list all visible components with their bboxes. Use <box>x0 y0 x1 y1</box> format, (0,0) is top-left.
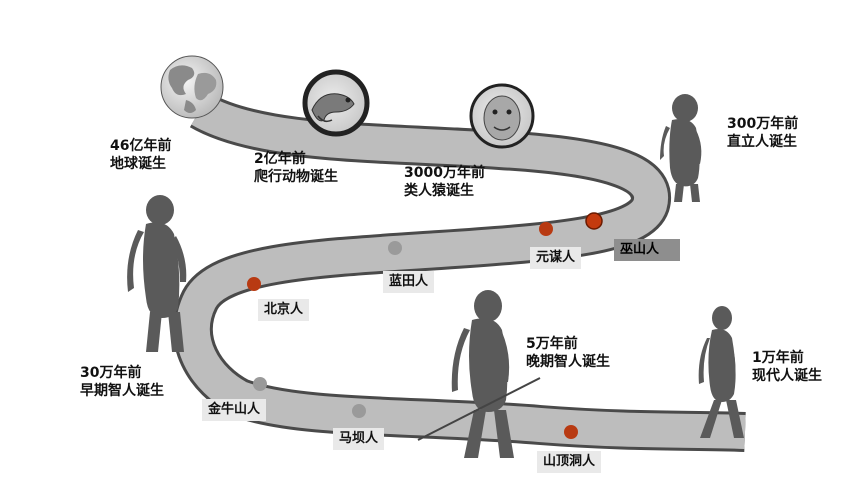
beijing-tag: 北京人 <box>258 299 310 321</box>
wushan-marker <box>585 212 603 230</box>
beijing-marker <box>247 277 261 291</box>
ape-event: 类人猿诞生 <box>404 183 474 199</box>
early-sapiens-label: 30万年前 早期智人诞生 <box>80 364 164 400</box>
earth-time: 46亿年前 <box>110 138 172 154</box>
shandingdong-tag: 山顶洞人 <box>537 451 602 473</box>
modern-time: 1万年前 <box>752 350 804 366</box>
late-sapiens-event: 晚期智人诞生 <box>526 354 610 370</box>
erectus-label: 300万年前 直立人诞生 <box>727 115 798 151</box>
wushan-tag: 巫山人 <box>614 239 680 261</box>
homo-erectus-figure <box>660 94 702 202</box>
late-sapiens-time: 5万年前 <box>526 336 578 352</box>
erectus-time: 300万年前 <box>727 116 799 132</box>
early-sapiens-event: 早期智人诞生 <box>80 383 164 399</box>
reptile-time: 2亿年前 <box>254 151 306 167</box>
globe-icon <box>160 55 224 119</box>
lantian-tag: 蓝田人 <box>383 271 435 293</box>
earth-label: 46亿年前 地球诞生 <box>110 137 171 173</box>
early-sapiens-figure <box>127 195 187 352</box>
reptile-label: 2亿年前 爬行动物诞生 <box>254 150 338 186</box>
yuanmou-marker <box>539 222 553 236</box>
late-sapiens-figure <box>417 290 541 458</box>
ape-time: 3000万年前 <box>404 165 485 181</box>
modern-label: 1万年前 现代人诞生 <box>752 349 822 385</box>
yuanmou-tag: 元谋人 <box>530 247 582 269</box>
jinniushan-tag: 金牛山人 <box>202 399 267 421</box>
modern-event: 现代人诞生 <box>752 368 822 384</box>
reptile-event: 爬行动物诞生 <box>254 169 338 185</box>
jinniushan-marker <box>253 377 267 391</box>
ape-label: 3000万年前 类人猿诞生 <box>404 164 485 200</box>
lantian-marker <box>388 241 402 255</box>
maba-tag: 马坝人 <box>333 428 385 450</box>
ape-face-icon <box>469 83 535 149</box>
maba-marker <box>352 404 366 418</box>
chameleon-icon <box>302 69 370 137</box>
shandingdong-marker <box>564 425 578 439</box>
early-sapiens-time: 30万年前 <box>80 365 142 381</box>
earth-event: 地球诞生 <box>110 156 166 172</box>
modern-human-figure <box>698 306 744 438</box>
erectus-event: 直立人诞生 <box>727 134 797 150</box>
late-sapiens-label: 5万年前 晚期智人诞生 <box>526 335 610 371</box>
